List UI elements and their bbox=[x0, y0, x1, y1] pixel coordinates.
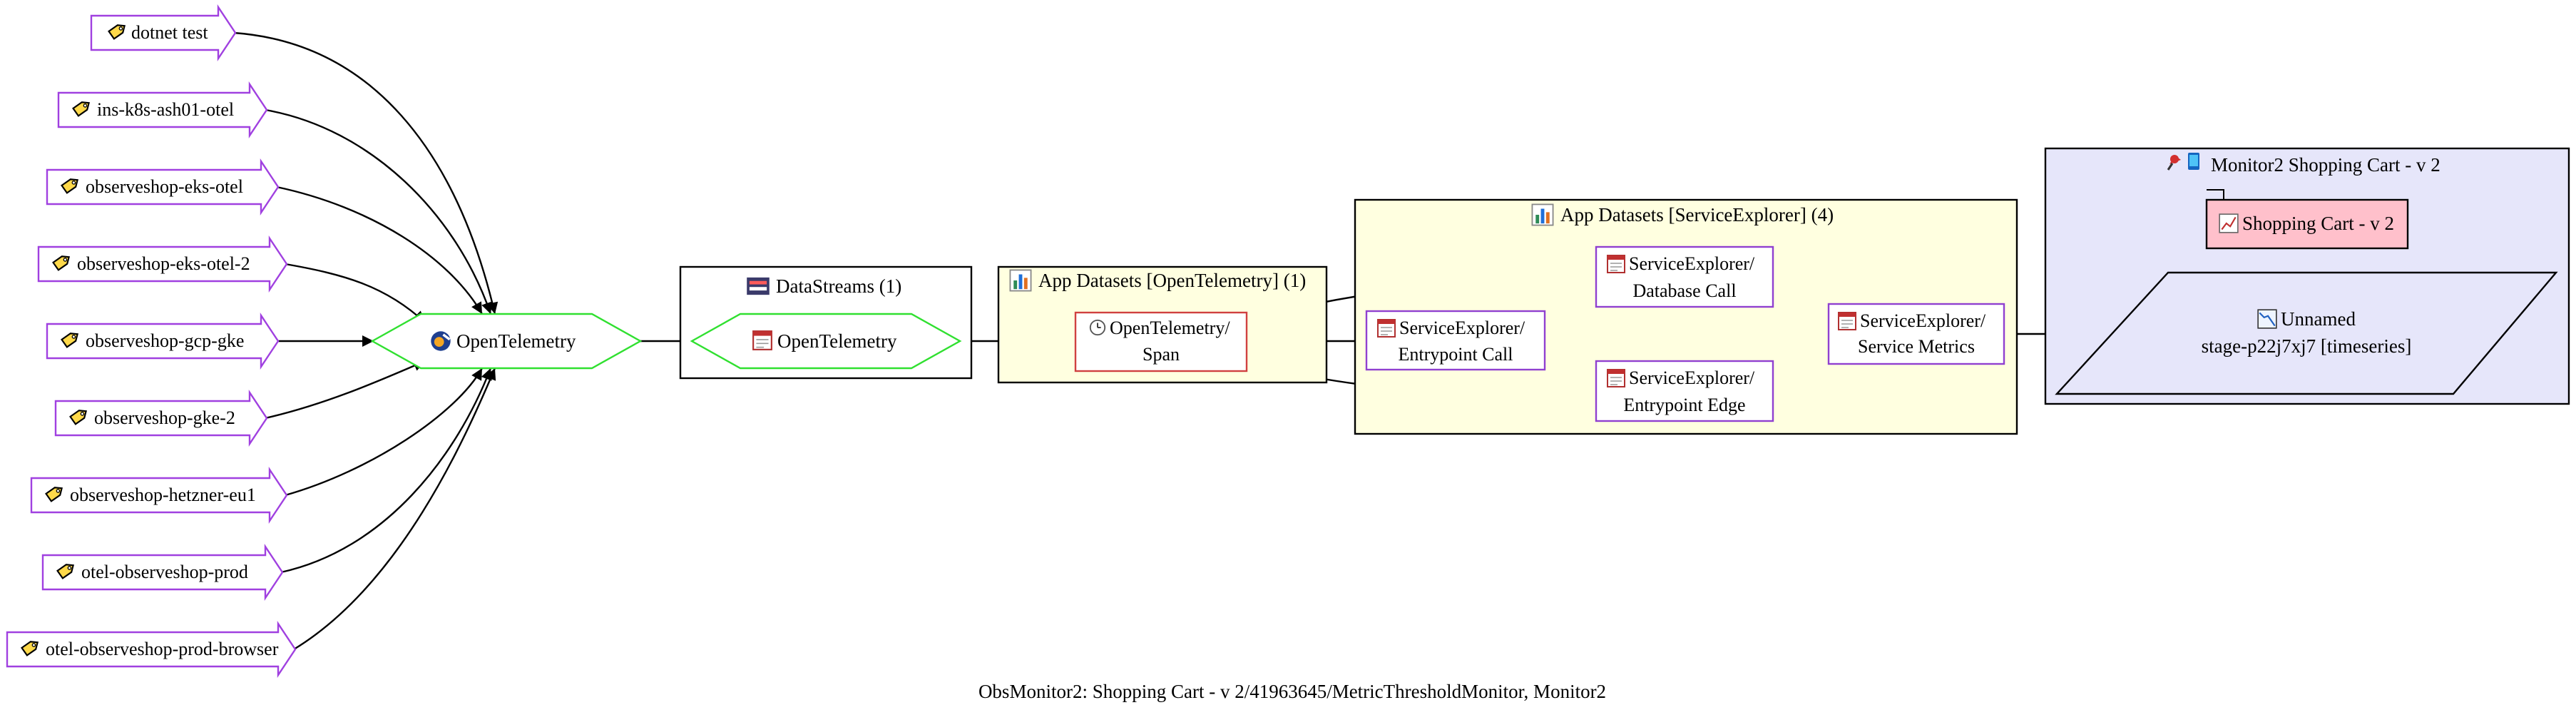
node-label: Shopping Cart - v 2 bbox=[2242, 213, 2394, 234]
node-label-line2: stage-p22j7xj7 [timeseries] bbox=[2202, 335, 2412, 357]
edge-source-dotnet-test bbox=[233, 31, 499, 315]
source-label: observeshop-eks-otel-2 bbox=[77, 253, 250, 274]
hub-node-opentelemetry[interactable]: OpenTelemetry bbox=[370, 313, 643, 370]
source-node-ins-k8s-ash01-otel[interactable]: ins-k8s-ash01-otel bbox=[57, 81, 268, 138]
timeseries-icon bbox=[2257, 309, 2277, 329]
dataset-node-serviceexplorer-database-call[interactable]: ServiceExplorer/ Database Call bbox=[1595, 245, 1774, 308]
opentelemetry-icon bbox=[429, 330, 452, 353]
table-icon bbox=[1377, 319, 1396, 338]
table-icon bbox=[1607, 369, 1625, 387]
source-label: dotnet test bbox=[131, 22, 208, 43]
node-label-line1: ServiceExplorer/ bbox=[1399, 318, 1525, 338]
node-label-line1: ServiceExplorer/ bbox=[1860, 310, 1986, 331]
hub-label: OpenTelemetry bbox=[456, 330, 576, 352]
source-node-observeshop-gcp-gke[interactable]: observeshop-gcp-gke bbox=[46, 313, 280, 370]
node-label-line1: ServiceExplorer/ bbox=[1629, 367, 1755, 388]
node-label-line2: Span bbox=[1143, 344, 1180, 365]
source-node-dotnet-test[interactable]: dotnet test bbox=[90, 4, 237, 61]
source-node-otel-observeshop-prod[interactable]: otel-observeshop-prod bbox=[41, 544, 284, 601]
datastream-node-opentelemetry[interactable]: OpenTelemetry bbox=[690, 313, 962, 370]
source-node-observeshop-eks-otel[interactable]: observeshop-eks-otel bbox=[46, 158, 280, 215]
edge-source-ins-k8s bbox=[265, 108, 493, 315]
dataset-node-opentelemetry-span[interactable]: OpenTelemetry/ Span bbox=[1074, 311, 1248, 372]
edge-source-eks-otel-2 bbox=[285, 263, 426, 323]
source-label: otel-observeshop-prod-browser bbox=[46, 639, 279, 659]
node-label-line2: Entrypoint Call bbox=[1398, 344, 1513, 365]
table-icon bbox=[752, 330, 772, 350]
bar-chart-icon bbox=[1531, 203, 1554, 226]
edge-source-otel-prod bbox=[280, 367, 492, 574]
source-label: observeshop-gcp-gke bbox=[86, 330, 244, 351]
cluster-app-datasets-serviceexplorer: App Datasets [ServiceExplorer] (4) Servi… bbox=[1354, 198, 2018, 435]
source-label: otel-observeshop-prod bbox=[81, 562, 248, 582]
edge-source-hetzner bbox=[285, 367, 484, 497]
monitor-node-shopping-cart[interactable]: Shopping Cart - v 2 bbox=[2205, 189, 2409, 250]
source-node-observeshop-hetzner-eu1[interactable]: observeshop-hetzner-eu1 bbox=[30, 467, 288, 524]
dataset-node-serviceexplorer-service-metrics[interactable]: ServiceExplorer/ Service Metrics bbox=[1827, 303, 2005, 365]
diagram-caption: ObsMonitor2: Shopping Cart - v 2/4196364… bbox=[978, 681, 1606, 702]
cluster-monitor: Monitor2 Shopping Cart - v 2 Shopping Ca… bbox=[2044, 147, 2570, 405]
source-label: ins-k8s-ash01-otel bbox=[97, 99, 234, 120]
source-label: observeshop-hetzner-eu1 bbox=[70, 485, 256, 505]
source-label: observeshop-eks-otel bbox=[86, 176, 243, 197]
edge-source-gke-2 bbox=[265, 360, 426, 420]
cluster-app-datasets-opentelemetry: App Datasets [OpenTelemetry] (1) OpenTel… bbox=[997, 265, 1328, 384]
source-label: observeshop-gke-2 bbox=[94, 407, 235, 428]
node-label-line1: Unnamed bbox=[2281, 308, 2356, 330]
source-node-otel-observeshop-prod-browser[interactable]: otel-observeshop-prod-browser bbox=[6, 621, 297, 678]
source-node-observeshop-gke-2[interactable]: observeshop-gke-2 bbox=[54, 390, 268, 447]
datastream-icon bbox=[747, 277, 770, 295]
node-label-line1: ServiceExplorer/ bbox=[1629, 253, 1755, 274]
dataset-node-serviceexplorer-entrypoint-edge[interactable]: ServiceExplorer/ Entrypoint Edge bbox=[1595, 360, 1774, 422]
node-label-line2: Entrypoint Edge bbox=[1623, 395, 1745, 415]
table-icon bbox=[1838, 312, 1856, 330]
cluster-title: App Datasets [ServiceExplorer] (4) bbox=[1560, 204, 1834, 225]
table-icon bbox=[1607, 255, 1625, 273]
cluster-title: DataStreams (1) bbox=[776, 275, 901, 297]
edge-source-eks-otel bbox=[276, 186, 484, 315]
cluster-title: App Datasets [OpenTelemetry] (1) bbox=[1038, 270, 1306, 291]
edge-source-otel-prod-browser bbox=[293, 367, 496, 651]
node-label: OpenTelemetry bbox=[777, 330, 897, 352]
bar-chart-icon bbox=[1009, 269, 1032, 292]
node-label-line2: Service Metrics bbox=[1858, 336, 1975, 357]
node-label-line1: OpenTelemetry/ bbox=[1110, 318, 1230, 338]
source-nodes: dotnet test ins-k8s-ash01-otel observesh… bbox=[6, 4, 297, 678]
cluster-datastreams: DataStreams (1) OpenTelemetry bbox=[679, 265, 973, 380]
dataset-node-serviceexplorer-entrypoint-call[interactable]: ServiceExplorer/ Entrypoint Call bbox=[1365, 310, 1546, 371]
stage-node-unnamed[interactable]: Unnamed stage-p22j7xj7 [timeseries] bbox=[2055, 271, 2558, 395]
node-label-line2: Database Call bbox=[1632, 280, 1736, 301]
source-node-observeshop-eks-otel-2[interactable]: observeshop-eks-otel-2 bbox=[37, 235, 288, 293]
clock-icon bbox=[1089, 319, 1106, 336]
cluster-title: Monitor2 Shopping Cart - v 2 bbox=[2211, 154, 2440, 176]
line-chart-icon bbox=[2219, 213, 2239, 233]
